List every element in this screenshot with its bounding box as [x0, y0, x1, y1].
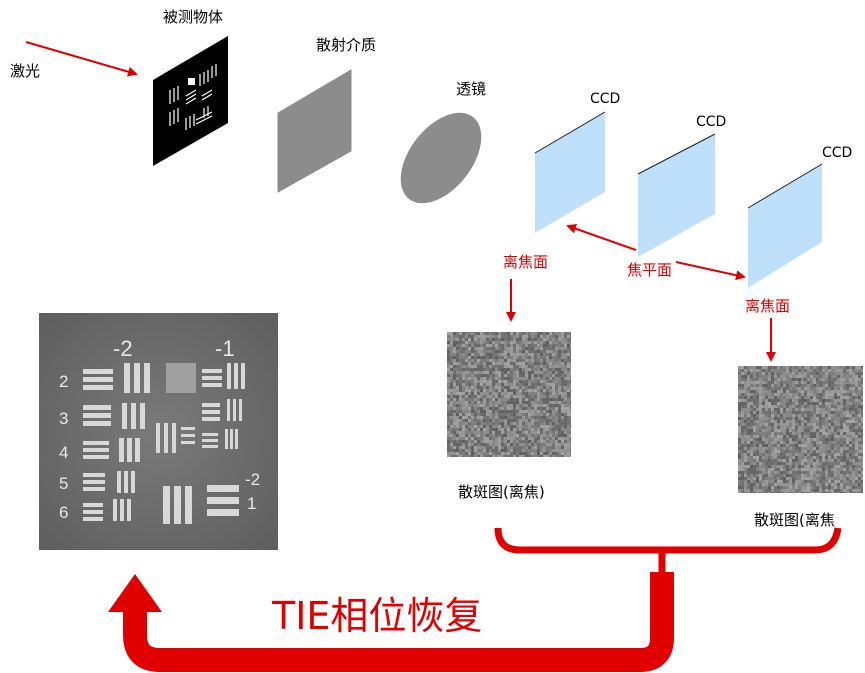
result-label-1-small: 1 [247, 494, 256, 513]
lens [400, 112, 482, 204]
ccd-2-label: CCD [696, 114, 727, 130]
tie-flow-arrow [123, 527, 842, 672]
speckle-image-1 [447, 332, 571, 457]
focal-arrow-left [566, 223, 637, 251]
ccd-3-label: CCD [822, 145, 853, 161]
focal-arrow-right [675, 261, 746, 281]
result-label-6: 6 [59, 503, 68, 522]
speckle-label-2: 散斑图(离焦 [754, 511, 835, 529]
defocus-label-1: 离焦面 [503, 253, 549, 271]
speckle-label-1: 散斑图(离焦) [458, 483, 545, 501]
ccd-3-sensor [748, 164, 822, 288]
result-label-5: 5 [59, 474, 68, 493]
result-label-4: 4 [59, 443, 68, 462]
laser-arrow [25, 41, 138, 77]
object-label: 被测物体 [163, 8, 224, 26]
ccd-1-label: CCD [590, 91, 621, 107]
speckle-image-2 [738, 366, 863, 493]
tie-phase-retrieval-label: TIE相位恢复 [272, 594, 483, 638]
laser-label: 激光 [10, 62, 41, 80]
result-label-2: 2 [59, 372, 68, 391]
result-label-neg2-small: -2 [245, 470, 260, 489]
lens-label: 透镜 [456, 80, 487, 98]
tie-arrowhead [108, 574, 162, 612]
focal-plane-label: 焦平面 [627, 261, 673, 279]
defocus-label-2: 离焦面 [745, 297, 791, 315]
result-label-neg1: -1 [215, 336, 235, 361]
object-target [153, 36, 228, 166]
reconstructed-phase-image: -2 -1 2 3 4 5 6 -2 1 [39, 313, 278, 550]
ccd-1-sensor [535, 112, 605, 233]
result-label-3: 3 [59, 409, 68, 428]
scattering-medium [277, 69, 352, 193]
result-label-neg2: -2 [113, 336, 133, 361]
scatter-medium-label: 散射介质 [316, 36, 377, 54]
ccd-2-sensor [638, 134, 715, 257]
